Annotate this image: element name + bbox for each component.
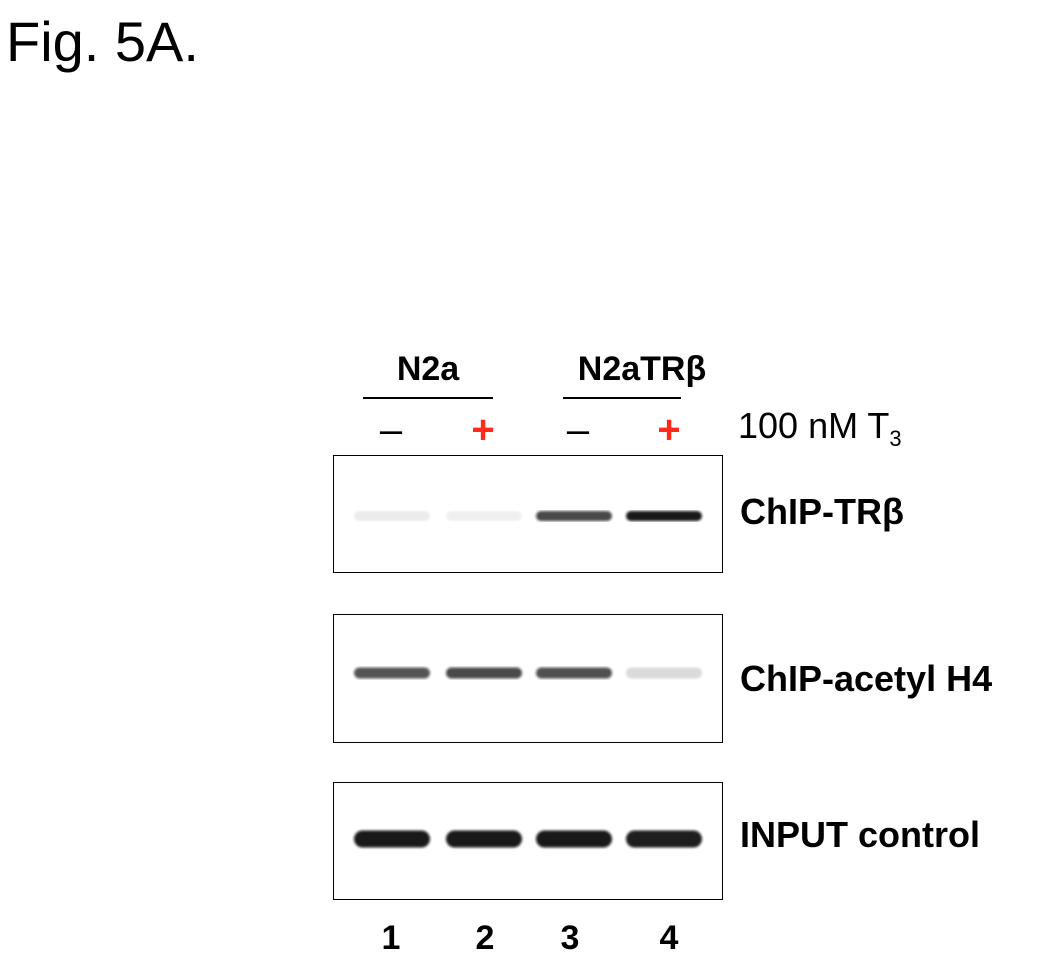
lane-number-2: 2 bbox=[475, 919, 495, 957]
blot-panel-chip-trb bbox=[333, 455, 723, 573]
group-label-n2atrb: N2aTRβ bbox=[577, 350, 707, 388]
treatment-sign-lane-2: + bbox=[471, 408, 495, 452]
figure-title: Fig. 5A. bbox=[6, 10, 199, 73]
band-panel-1-lane-4 bbox=[626, 511, 702, 521]
group-underline-n2a bbox=[363, 397, 493, 399]
blot-panel-input-control bbox=[333, 782, 723, 900]
blot-panel-chip-trb-bands bbox=[354, 511, 702, 521]
lane-number-3: 3 bbox=[560, 919, 580, 957]
band-panel-1-lane-3 bbox=[536, 511, 612, 521]
treatment-sign-lane-1: – bbox=[379, 408, 403, 452]
treatment-label: 100 nM T3 bbox=[738, 408, 902, 450]
band-panel-2-lane-3 bbox=[536, 667, 612, 679]
blot-panel-input-control-bands bbox=[354, 830, 702, 848]
panel-label-input-control: INPUT control bbox=[740, 814, 980, 855]
group-label-n2a: N2a bbox=[396, 350, 460, 388]
treatment-sign-lane-4: + bbox=[657, 408, 681, 452]
lane-number-1: 1 bbox=[381, 919, 401, 957]
band-panel-1-lane-2 bbox=[446, 511, 522, 521]
treatment-label-text: 100 nM T bbox=[738, 405, 890, 446]
group-underline-n2atrb bbox=[563, 397, 681, 399]
treatment-sign-lane-3: – bbox=[566, 408, 590, 452]
band-panel-2-lane-1 bbox=[354, 667, 430, 679]
band-panel-3-lane-4 bbox=[626, 830, 702, 848]
panel-label-chip-acetyl-h4: ChIP-acetyl H4 bbox=[740, 658, 993, 699]
blot-panel-chip-acetyl-h4-bands bbox=[354, 667, 702, 679]
lane-number-4: 4 bbox=[659, 919, 679, 957]
band-panel-3-lane-1 bbox=[354, 830, 430, 848]
treatment-label-subscript: 3 bbox=[889, 426, 902, 451]
band-panel-2-lane-4 bbox=[626, 667, 702, 679]
band-panel-3-lane-2 bbox=[446, 830, 522, 848]
blot-panel-chip-acetyl-h4 bbox=[333, 614, 723, 743]
panel-label-chip-trb: ChIP-TRβ bbox=[740, 491, 904, 532]
band-panel-3-lane-3 bbox=[536, 830, 612, 848]
band-panel-1-lane-1 bbox=[354, 511, 430, 521]
band-panel-2-lane-2 bbox=[446, 667, 522, 679]
